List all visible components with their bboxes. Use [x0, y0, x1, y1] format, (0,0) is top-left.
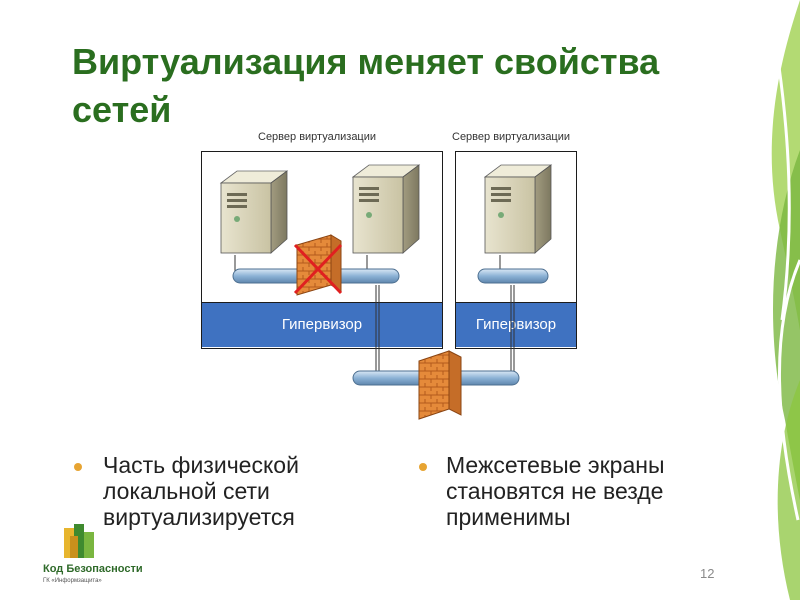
- network-graphics: [219, 164, 553, 420]
- bullet-text-right: Межсетевые экраны становятся не везде пр…: [446, 452, 664, 530]
- server-icon-1: [219, 170, 289, 254]
- bullet-line: Часть физической: [103, 452, 299, 478]
- bullet-text-left: Часть физической локальной сети виртуали…: [103, 452, 299, 530]
- server-icon-2: [351, 164, 421, 254]
- hypervisor-label-2: Гипервизор: [475, 316, 557, 333]
- slide-title: Виртуализация меняет свойства сетей: [72, 41, 660, 130]
- bullet-line: Межсетевые экраны: [446, 452, 665, 478]
- decorative-leaf-shapes: [766, 0, 800, 600]
- hypervisor-bar-1: Гипервизор: [202, 302, 442, 347]
- company-logo-icon: [64, 524, 94, 558]
- bullet-line: применимы: [446, 504, 571, 530]
- vertical-connector-2: [510, 285, 515, 375]
- bullet-marker: [419, 463, 427, 471]
- server-icon-3: [483, 164, 553, 254]
- page-number: 12: [700, 566, 715, 581]
- bullet-line: локальной сети: [103, 478, 270, 504]
- vertical-connector-1: [375, 285, 380, 375]
- firewall-icon: [418, 350, 462, 420]
- logo-subtitle: ГК «Информзащита»: [43, 578, 102, 584]
- virtual-network-pipe-2: [477, 268, 549, 284]
- server-caption-1: Сервер виртуализации: [258, 131, 377, 143]
- server-caption-2: Сервер виртуализации: [452, 131, 571, 143]
- logo-name: Код Безопасности: [43, 563, 143, 575]
- hypervisor-bar-2: Гипервизор: [456, 302, 576, 347]
- bullet-line: становятся не везде: [446, 478, 664, 504]
- bullet-marker: [74, 463, 82, 471]
- bullet-line: виртуализируется: [103, 504, 295, 530]
- hypervisor-label-1: Гипервизор: [281, 316, 363, 333]
- blocked-firewall-icon: [293, 234, 343, 296]
